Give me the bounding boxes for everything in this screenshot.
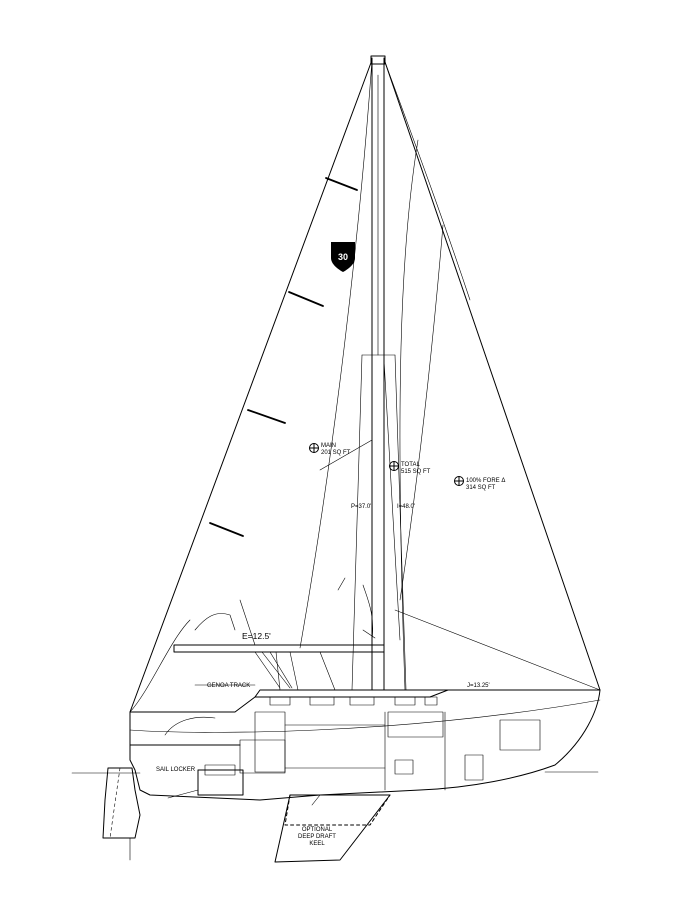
rigging (319, 354, 407, 691)
labels: MAIN 201 SQ FT TOTAL 515 SQ FT 100% FORE… (156, 443, 505, 847)
boom (173, 599, 385, 691)
keel-note-2: DEEP DRAFT (298, 834, 336, 840)
mainsail (129, 59, 373, 713)
fore-area-label-1: 100% FORE Δ (466, 478, 505, 484)
main-area-label-2: 201 SQ FT (321, 450, 351, 456)
class-logo: 30 (331, 242, 355, 272)
fore-area-label-2: 314 SQ FT (466, 485, 496, 491)
e-dimension-label: E=12.5' (242, 631, 271, 641)
mast (370, 55, 386, 691)
i-dimension-label: I=48.0' (397, 504, 415, 510)
headsail (383, 61, 601, 691)
hull (129, 689, 601, 801)
genoa-track-label: GENOA TRACK (207, 683, 250, 689)
total-area-label-2: 515 SQ FT (401, 469, 431, 475)
sail-locker-label: SAIL LOCKER (156, 767, 196, 773)
waterline (71, 771, 599, 774)
p-dimension-label: P=37.0' (351, 504, 371, 510)
keel-note-3: KEEL (309, 841, 325, 847)
logo-text: 30 (338, 252, 348, 262)
rudder (102, 767, 141, 861)
annotations (194, 577, 376, 686)
keel (274, 794, 391, 863)
centroid-markers (309, 443, 464, 486)
j-dimension-label: J=13.25' (467, 683, 490, 689)
cabin (239, 689, 541, 791)
engine (167, 764, 244, 799)
main-area-label-1: MAIN (321, 443, 336, 449)
total-area-label-1: TOTAL (401, 462, 420, 468)
keel-note-1: OPTIONAL (302, 827, 333, 833)
